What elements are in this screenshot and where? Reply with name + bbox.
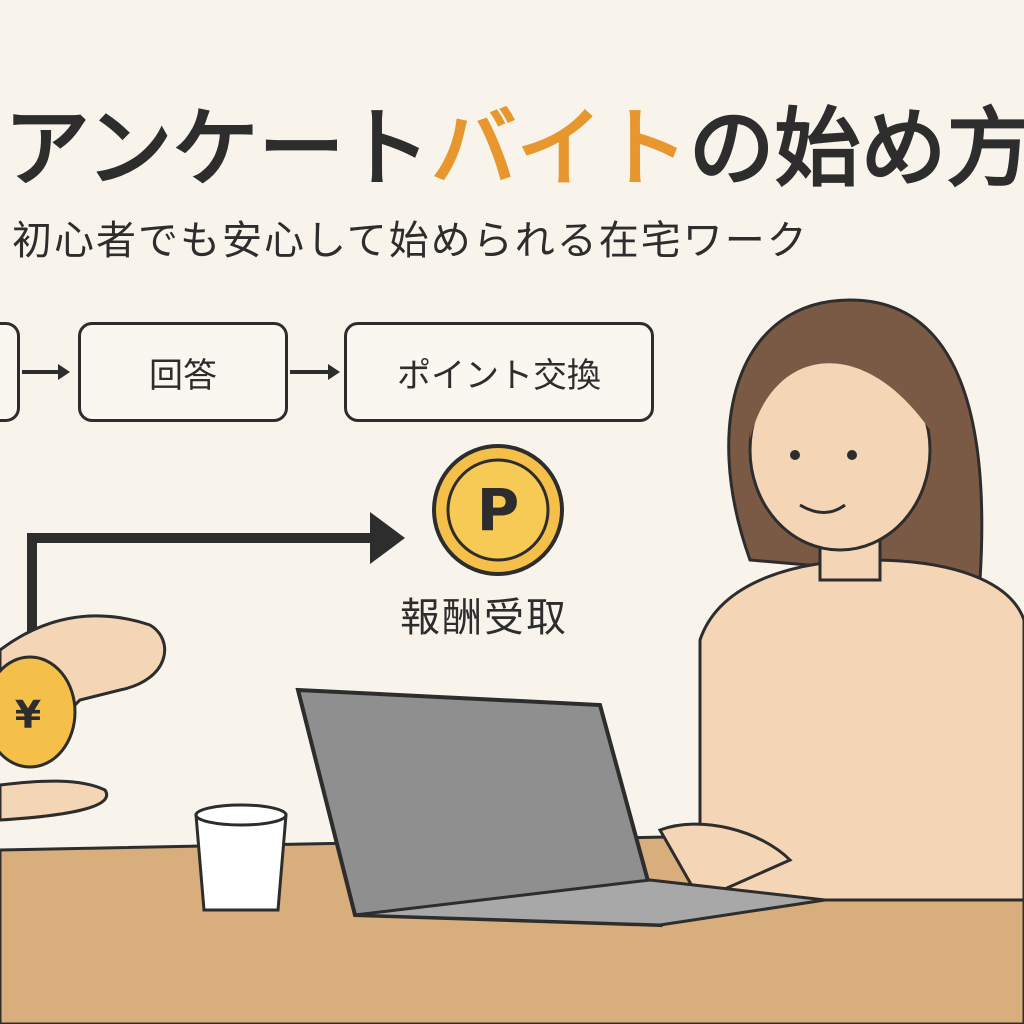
- flow-step-1: [0, 322, 20, 422]
- flow-step-answer: 回答: [78, 322, 288, 422]
- point-symbol: P: [477, 476, 520, 544]
- woman: [657, 298, 1024, 902]
- laptop: [295, 687, 826, 928]
- title-suffix: の始め方: [688, 99, 1024, 199]
- reward-label: 報酬受取: [400, 595, 568, 641]
- yen-symbol: ¥: [15, 693, 41, 737]
- subtitle: 初心者でも安心して始められる在宅ワーク: [12, 218, 809, 264]
- reward-arrow: [27, 512, 405, 650]
- flow-arrow-2: [290, 364, 340, 380]
- point-coin-icon: [432, 444, 564, 576]
- yen-coin-icon: [0, 655, 77, 769]
- cup: [194, 803, 288, 912]
- page-title: アンケートバイトの始め方: [4, 78, 1024, 203]
- open-hand: [0, 779, 109, 822]
- flow-step-point-exchange: ポイント交換: [344, 322, 654, 422]
- title-accent: バイト: [430, 99, 689, 199]
- flow-arrow-1: [22, 364, 70, 380]
- title-prefix: アンケート: [4, 99, 431, 199]
